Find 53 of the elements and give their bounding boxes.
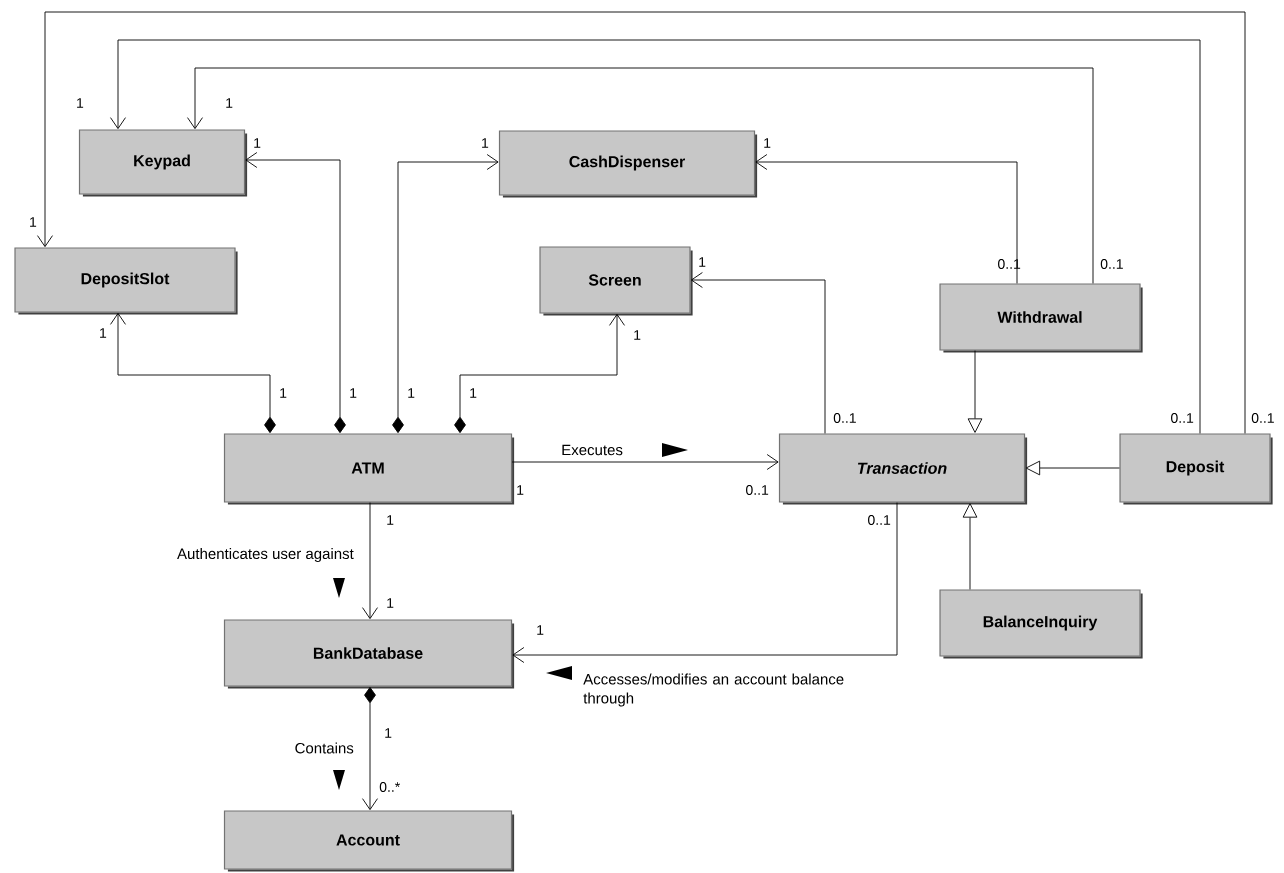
arrow	[755, 154, 1018, 284]
multiplicity: 1	[387, 515, 394, 525]
multiplicity: 1	[385, 728, 392, 738]
multiplicity: 1	[280, 388, 287, 398]
class-box: ATM	[223, 433, 513, 503]
class-box: BankDatabase	[223, 619, 513, 687]
multiplicity: 0..*	[379, 782, 400, 792]
arrow	[245, 152, 346, 434]
arrow	[392, 154, 499, 434]
multiplicity: 0..1	[1251, 413, 1274, 423]
multiplicity: 1	[634, 330, 641, 340]
multiplicity: 0..1	[998, 259, 1021, 269]
arrow	[362, 686, 378, 811]
class-box: Withdrawal	[939, 283, 1141, 351]
multiplicity: 1	[226, 98, 233, 108]
multiplicity: 1	[699, 257, 706, 267]
arrow	[690, 272, 826, 434]
multiplicity: 0..1	[1100, 259, 1123, 269]
arrow	[967, 350, 983, 433]
class-box: Screen	[539, 246, 691, 314]
class-box: Transaction	[778, 433, 1026, 503]
edge-label: Accesses/modifies an account balance through	[583, 673, 844, 707]
arrow	[1025, 460, 1120, 476]
multiplicity: 1	[537, 625, 544, 635]
arrow	[511, 454, 779, 470]
multiplicity: 1	[408, 388, 415, 398]
class-box: CashDispenser	[498, 130, 756, 196]
class-box: BalanceInquiry	[939, 589, 1141, 657]
edge-label: Authenticates user against	[177, 548, 354, 562]
arrow	[110, 312, 276, 434]
multiplicity: 1	[350, 388, 357, 398]
edge-label: Executes	[562, 444, 623, 456]
multiplicity: 1	[30, 217, 37, 227]
arrow	[187, 67, 1094, 284]
multiplicity: 0..1	[1171, 413, 1194, 423]
multiplicity: 1	[470, 388, 477, 398]
class-box: Deposit	[1119, 433, 1271, 503]
class-box: Account	[223, 810, 513, 870]
class-box: Keypad	[78, 129, 246, 195]
arrow	[362, 502, 378, 620]
arrow	[962, 503, 978, 590]
edge-label: Contains	[295, 742, 354, 754]
class-box: DepositSlot	[14, 247, 236, 313]
multiplicity: 0..1	[833, 413, 856, 423]
multiplicity: 1	[764, 138, 771, 148]
arrow	[454, 313, 625, 434]
arrow	[512, 502, 898, 663]
multiplicity: 1	[77, 98, 84, 108]
arrow	[37, 11, 1246, 434]
multiplicity: 1	[100, 328, 107, 338]
multiplicity: 1	[254, 138, 261, 148]
arrow	[110, 39, 1201, 434]
multiplicity: 0..1	[868, 515, 891, 525]
